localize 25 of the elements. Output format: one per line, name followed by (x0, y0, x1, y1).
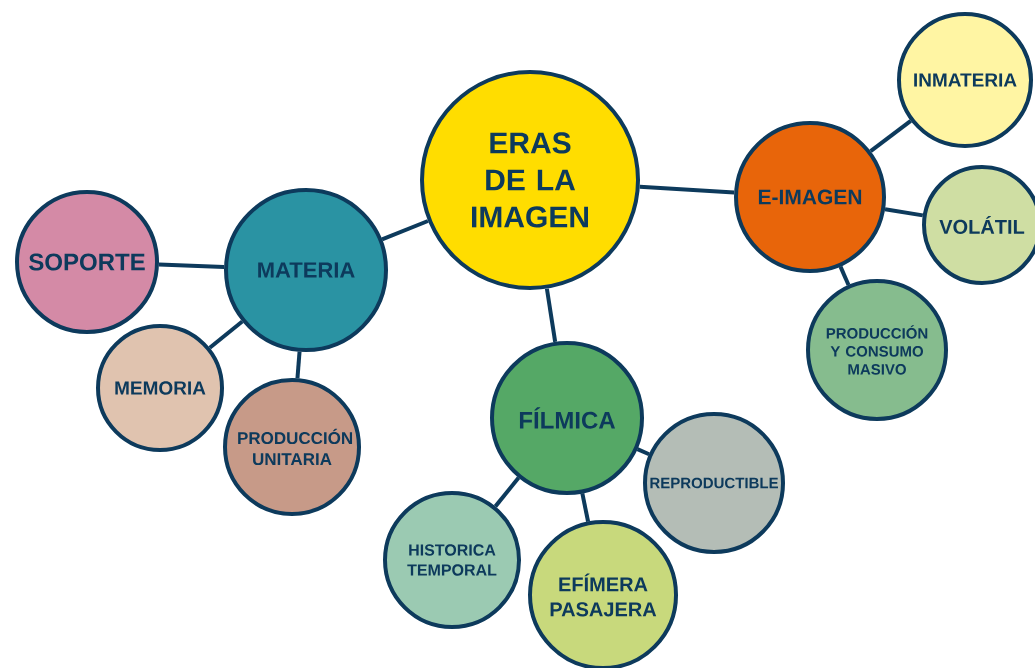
connector-line (869, 119, 912, 153)
circle-node: E-IMAGEN (734, 121, 886, 273)
connector-line (493, 476, 521, 508)
circle-node: INMATERIA (897, 12, 1033, 148)
circle-node: HISTORICA TEMPORAL (383, 491, 521, 629)
connector-line (838, 265, 851, 286)
circle-node: PRODUCCIÓN Y CONSUMO MASIVO (806, 279, 948, 421)
connector-line (884, 207, 924, 218)
circle-node: PRODUCCIÓN UNITARIA (223, 378, 361, 516)
circle-node: SOPORTE (15, 190, 159, 334)
connector-line (295, 351, 302, 379)
circle-node: MEMORIA (96, 324, 224, 452)
connector-line (639, 184, 735, 195)
connector-line (208, 320, 244, 350)
connector-line (158, 262, 225, 269)
connector-line (580, 493, 590, 522)
connector-line (544, 288, 558, 343)
connector-line (381, 219, 429, 242)
circle-node: VOLÁTIL (922, 165, 1035, 285)
circle-node: REPRODUCTIBLE (643, 412, 785, 554)
circle-node: FÍLMICA (490, 341, 644, 495)
circle-node: EFÍMERA PASAJERA (528, 520, 678, 668)
circle-node: ERAS DE LA IMAGEN (420, 70, 640, 290)
circle-node: MATERIA (224, 188, 388, 352)
connector-line (636, 447, 650, 457)
